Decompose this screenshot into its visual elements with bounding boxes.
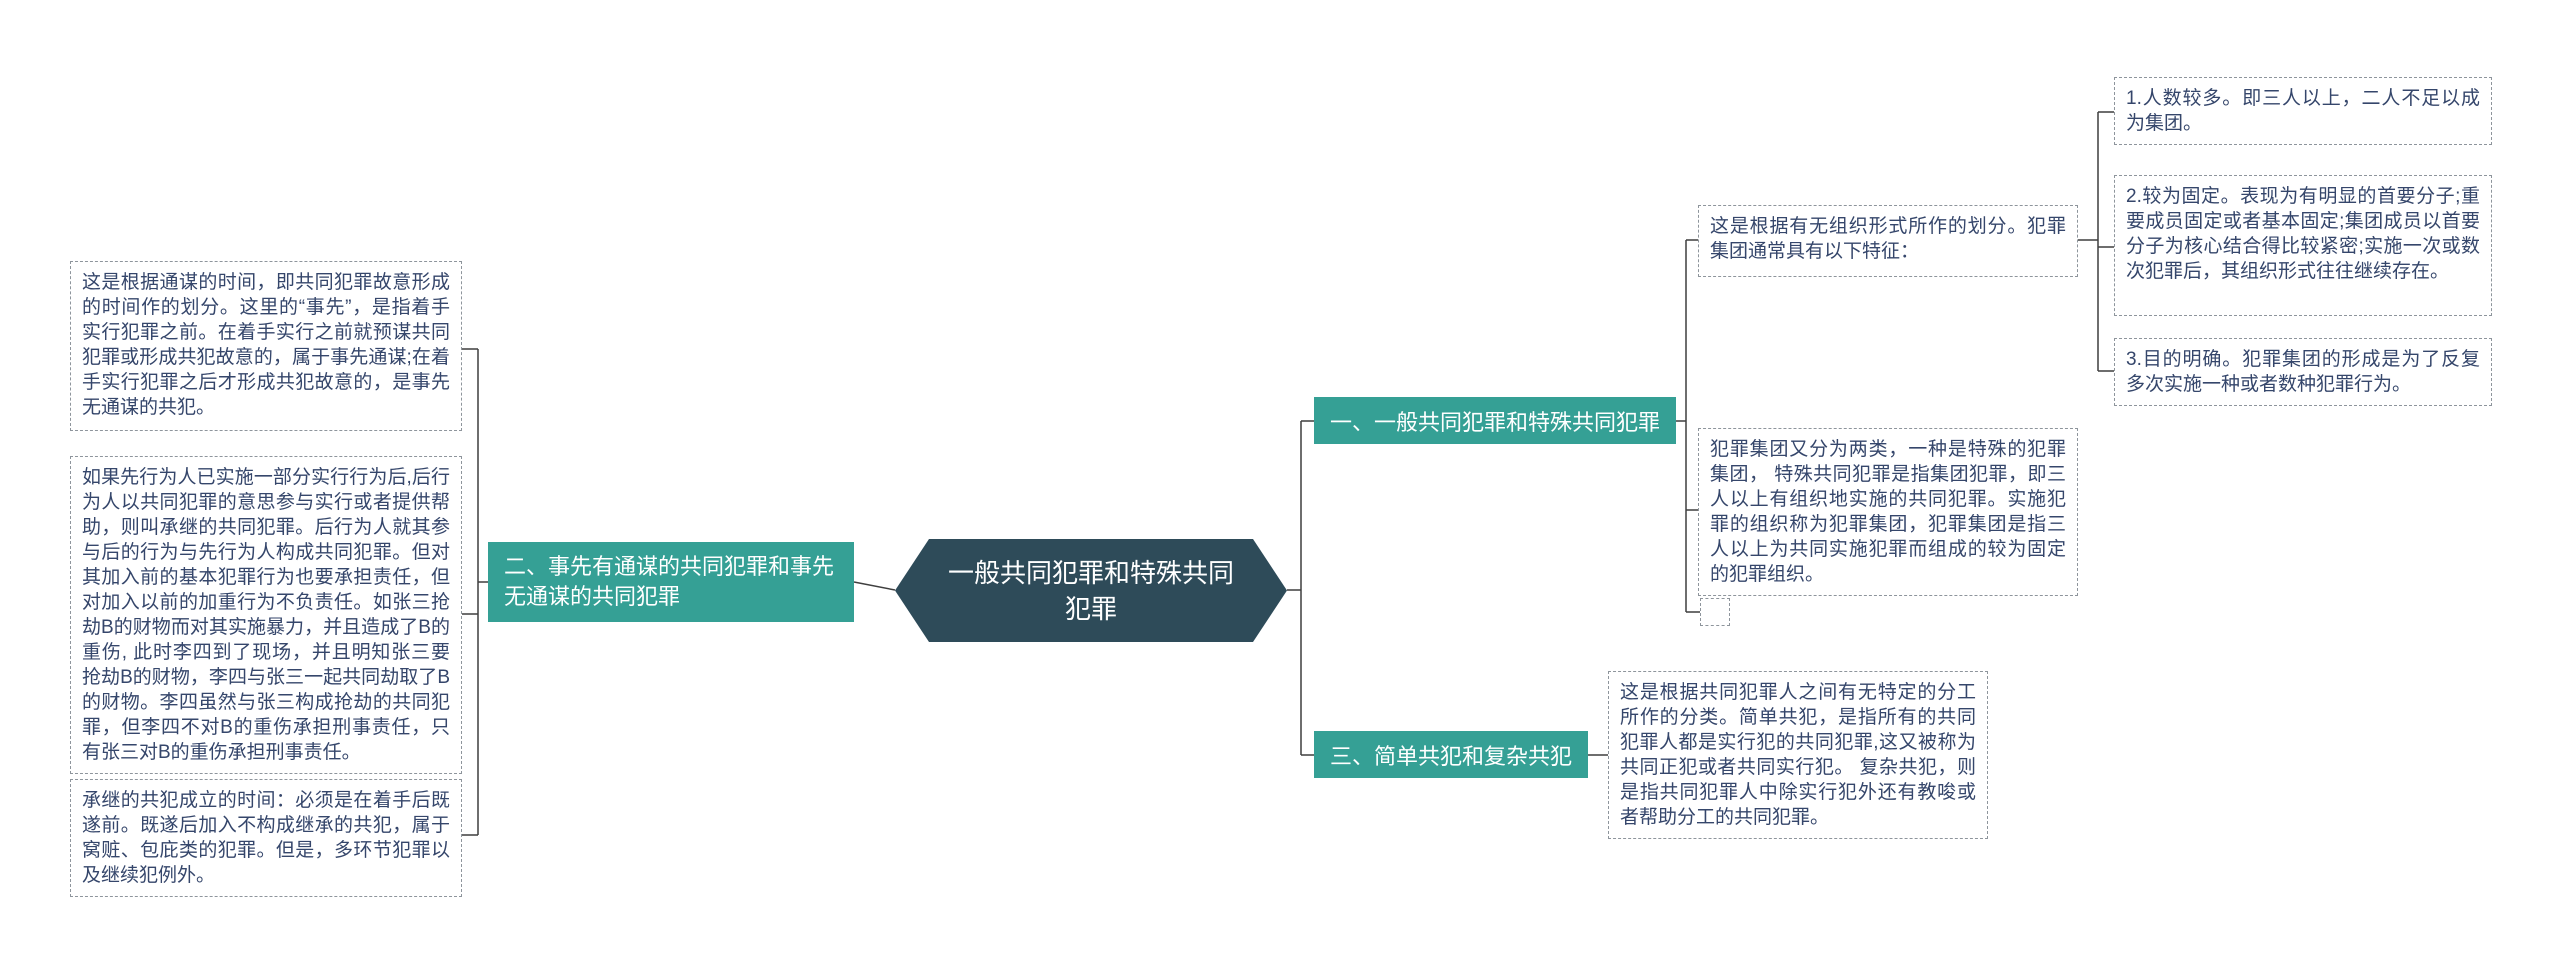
branch-label-one[interactable]: 一、一般共同犯罪和特殊共同犯罪 [1314,397,1677,444]
note-successive-joint-crime[interactable]: 如果先行为人已实施一部分实行行为后,后行为人以共同犯罪的意思参与实行或者提供帮助… [70,456,462,774]
note-simple-complex-accomplice[interactable]: 这是根据共同犯罪人之间有无特定的分工所作的分类。简单共犯，是指所有的共同犯罪人都… [1608,671,1988,839]
central-topic-node[interactable]: 一般共同犯罪和特殊共同犯罪 [895,539,1287,642]
note-feature-purpose[interactable]: 3.目的明确。犯罪集团的形成是为了反复多次实施一种或者数种犯罪行为。 [2114,338,2492,406]
note-organization-division[interactable]: 这是根据有无组织形式所作的划分。犯罪集团通常具有以下特征： [1698,205,2078,277]
empty-node[interactable] [1700,598,1730,626]
branch-label-two[interactable]: 二、事先有通谋的共同犯罪和事先无通谋的共同犯罪 [488,542,854,622]
note-successive-accomplice-time[interactable]: 承继的共犯成立的时间：必须是在着手后既遂前。既遂后加入不构成继承的共犯，属于窝赃… [70,779,462,897]
note-feature-stability[interactable]: 2.较为固定。表现为有明显的首要分子;重要成员固定或者基本固定;集团成员以首要分… [2114,175,2492,316]
note-premeditation-time[interactable]: 这是根据通谋的时间，即共同犯罪故意形成的时间作的划分。这里的“事先”，是指着手实… [70,261,462,431]
note-feature-headcount[interactable]: 1.人数较多。即三人以上，二人不足以成为集团。 [2114,77,2492,145]
note-crime-group-types[interactable]: 犯罪集团又分为两类，一种是特殊的犯罪集团， 特殊共同犯罪是指集团犯罪，即三人以上… [1698,428,2078,596]
branch-label-three[interactable]: 三、简单共犯和复杂共犯 [1314,731,1589,778]
